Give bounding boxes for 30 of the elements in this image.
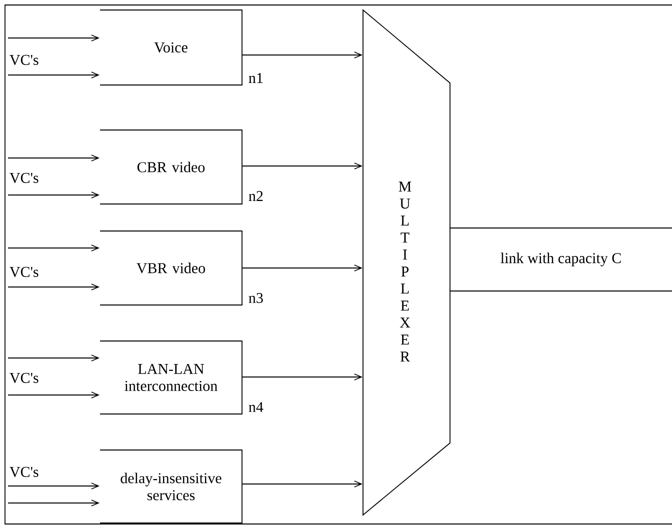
arrow: [8, 34, 100, 42]
arrow: [242, 52, 363, 58]
arrow: [8, 284, 100, 290]
arrow: [8, 482, 100, 490]
arrow: [8, 154, 100, 162]
arrow: [8, 500, 100, 506]
count-label: n3: [248, 292, 263, 304]
process-box: delay-insensitive services: [100, 450, 242, 524]
input-label: VC's: [10, 372, 38, 384]
arrow: [8, 392, 100, 398]
process-box: LAN-LAN interconnection: [100, 340, 242, 414]
input-label: VC's: [10, 266, 38, 278]
process-box: CBR video: [100, 130, 242, 204]
input-label: VC's: [10, 172, 38, 184]
arrow: [242, 480, 363, 488]
count-label: n4: [248, 402, 264, 412]
input-label: VC's: [10, 466, 38, 478]
arrow: [8, 354, 100, 362]
process-box: VBR video: [100, 230, 242, 306]
arrow: [242, 264, 363, 272]
arrow: [8, 72, 100, 78]
link-band: link with capacity C: [450, 228, 672, 292]
process-box: Voice: [100, 10, 242, 86]
arrow: [242, 374, 363, 380]
count-label: n2: [248, 191, 263, 201]
arrow: [242, 162, 363, 170]
input-label: VC's: [10, 54, 38, 66]
count-label: n1: [248, 73, 263, 83]
arrow: [8, 244, 100, 252]
arrow: [8, 192, 100, 198]
